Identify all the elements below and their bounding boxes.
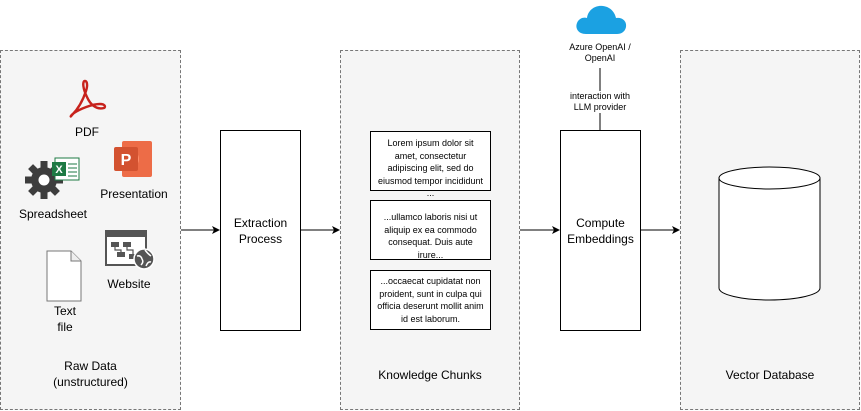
presentation-icon: P <box>110 138 156 180</box>
compute-embeddings-box[interactable]: Compute Embeddings <box>560 130 641 331</box>
spreadsheet-label: Spreadsheet <box>18 207 88 221</box>
cloud-icon <box>574 3 628 35</box>
svg-text:X: X <box>55 164 63 176</box>
svg-text:P: P <box>121 152 132 169</box>
spreadsheet-icon: X <box>22 154 82 200</box>
llm-interaction-label: interaction with LLM provider <box>551 91 649 113</box>
vector-database-label: Vector Database <box>725 368 815 382</box>
text-file-label: Text file <box>53 304 76 334</box>
chunk-1[interactable]: Lorem ipsum dolor sit amet, consectetur … <box>370 131 491 198</box>
pdf-icon <box>66 77 108 119</box>
text-file-icon <box>46 250 82 302</box>
raw-data-group <box>0 50 181 410</box>
extraction-process-box[interactable]: Extraction Process <box>220 130 301 331</box>
compute-embeddings-label: Compute Embeddings <box>567 215 634 246</box>
pdf-label: PDF <box>75 125 99 139</box>
raw-data-label: Raw Data (unstructured) <box>53 359 128 389</box>
chunk-2[interactable]: ...ullamco laboris nisi ut aliquip ex ea… <box>370 200 491 260</box>
website-label: Website <box>107 277 151 291</box>
knowledge-chunks-label: Knowledge Chunks <box>378 368 482 382</box>
extraction-process-label: Extraction Process <box>233 215 288 246</box>
cloud-provider-label: Azure OpenAI / OpenAI <box>569 42 631 63</box>
presentation-label: Presentation <box>100 187 168 201</box>
database-icon <box>718 166 821 301</box>
chunk-3[interactable]: ...occaecat cupidatat non proident, sunt… <box>370 270 491 330</box>
website-icon <box>105 230 155 270</box>
